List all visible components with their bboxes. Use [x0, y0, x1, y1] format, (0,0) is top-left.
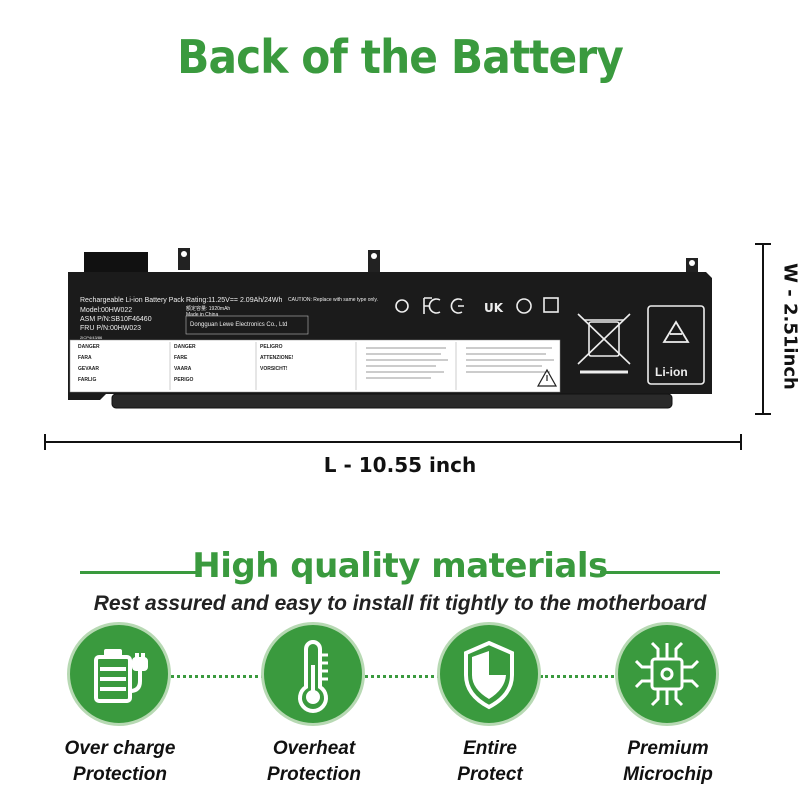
svg-text:UK: UK	[484, 301, 504, 315]
label-rating: Rating:11.25V== 2.09Ah/24Wh	[186, 297, 283, 304]
length-dimension-cap-left	[44, 434, 46, 450]
feature-label: Overheat Protection	[267, 738, 361, 785]
label-warnings-right: PELIGRO ATTENZIONE! VORSICHT!	[260, 344, 294, 372]
battery-illustration: UK Rechargeable Li-ion Battery Pack Mode…	[66, 244, 726, 414]
section-rule-left	[80, 571, 198, 574]
section-subtitle: Rest assured and easy to install fit tig…	[93, 592, 707, 615]
feature-label: Entire Protect	[457, 738, 523, 785]
label-made: Made in China	[186, 312, 219, 318]
shield-icon	[437, 622, 541, 726]
battery-charger-icon	[67, 622, 171, 726]
width-dimension-cap-top	[755, 243, 771, 245]
length-dimension-cap-right	[740, 434, 742, 450]
label-line-2: Model:00HW022	[80, 307, 133, 314]
dotted-connector	[358, 675, 448, 678]
dotted-connector	[160, 675, 270, 678]
label-warnings-left: DANGER FARA GEVAAR FARLIG	[78, 344, 100, 383]
microchip-icon	[615, 622, 719, 726]
width-dimension-cap-bottom	[755, 413, 771, 415]
label-line-1: Rechargeable Li-ion Battery Pack	[80, 297, 185, 304]
label-maker: Dongguan Lewe Electronics Co., Ltd	[190, 322, 288, 328]
label-line-3: ASM P/N:SB10F46460	[80, 316, 152, 323]
section-title: High quality materials	[192, 546, 608, 586]
label-line-5: 2ICP4/43/86	[80, 335, 103, 340]
length-dimension-line	[44, 441, 742, 443]
length-label: L - 10.55 inch	[323, 453, 477, 477]
label-warnings-mid: DANGER FARE VAARA PERIGO	[174, 344, 196, 383]
li-ion-badge: Li-ion	[655, 365, 688, 379]
label-caution: CAUTION: Replace with same type only.	[288, 297, 378, 303]
label-line-4: FRU P/N:00HW023	[80, 325, 142, 332]
width-label: W - 2.51inch	[779, 263, 800, 390]
thermometer-icon	[261, 622, 365, 726]
page-title: Back of the Battery	[177, 30, 624, 84]
feature-label: Premium Microchip	[623, 738, 713, 785]
battery-body: UK	[68, 248, 712, 409]
section-rule-right	[600, 571, 720, 574]
dotted-connector	[540, 675, 626, 678]
feature-label: Over charge Protection	[64, 738, 176, 785]
label-rating-2: 额定容量: 1920mAh	[186, 306, 231, 312]
width-dimension-line	[762, 243, 764, 415]
